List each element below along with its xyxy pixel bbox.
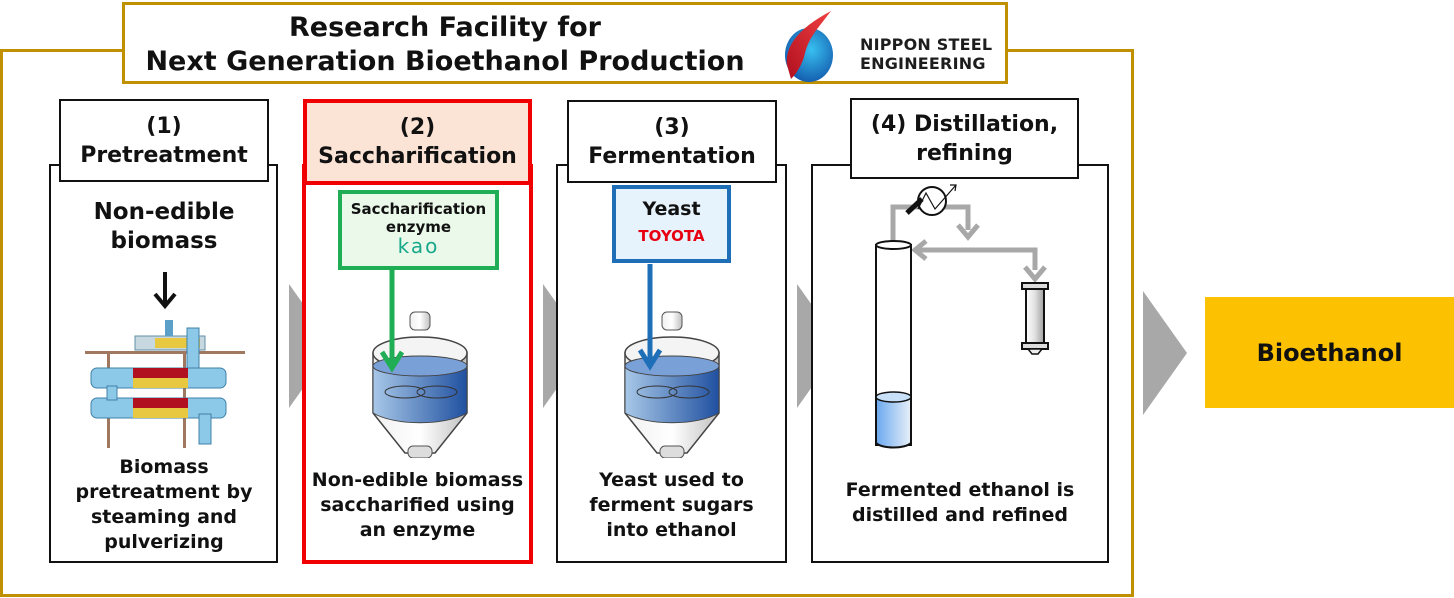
input-label-line: Non-edible [93,199,235,225]
yeast-label: Yeast [642,198,701,220]
description-line: distilled and refined [851,504,1069,526]
step-3-title: Fermentation [588,143,756,169]
description-line: ferment sugars [589,494,754,516]
description-line: saccharified using [320,494,515,516]
step-3-header: (3) Fermentation [567,100,777,183]
globe-swoosh-icon [785,11,833,82]
enzyme-label-line-1: Saccharification [350,200,487,218]
bioethanol-label: Bioethanol [1256,338,1403,367]
pretreatment-reactor-icon [85,320,245,448]
description-line: Yeast used to [599,469,744,491]
step-4-title-line-1: (4) Distillation, [870,111,1059,137]
description-line: steaming and [90,506,238,528]
distillation-apparatus-icon [875,184,1049,449]
step-3-number: (3) [654,114,690,140]
toyota-logo: TOYOTA [638,227,705,245]
description-line: Fermented ethanol is [845,479,1075,501]
step-2-description: Non-edible biomass saccharified using an… [305,468,530,543]
step-2-title: Saccharification [318,144,517,169]
title-line-1: Research Facility for [288,12,602,43]
step-4-description: Fermented ethanol is distilled and refin… [813,478,1107,528]
step-1-description: Biomass pretreatment by steaming and pul… [52,455,276,555]
step-1-input-label: Non-edible biomass [52,198,276,256]
step-4-header: (4) Distillation, refining [850,98,1079,179]
step-2-number: (2) [399,115,436,140]
logo-wordmark: NIPPON STEEL ENGINEERING [860,35,992,73]
step-3-description: Yeast used to ferment sugars into ethano… [559,468,784,543]
logo-line-1: NIPPON STEEL [860,35,993,54]
step-2-header: (2) Saccharification [303,99,532,185]
title-line-2: Next Generation Bioethanol Production [145,46,745,77]
description-line: Biomass [119,456,209,478]
step-1-title: Pretreatment [80,142,248,168]
page-title: Research Facility for Next Generation Bi… [135,11,755,79]
description-line: pulverizing [104,531,224,553]
step-4-title-line-2: refining [916,140,1013,166]
input-label-line: biomass [110,228,218,254]
description-line: pretreatment by [75,481,253,503]
title-box: Research Facility for Next Generation Bi… [122,2,1008,84]
saccharification-tank-icon [372,311,468,458]
nippon-steel-engineering-logo: NIPPON STEEL ENGINEERING [775,7,1005,82]
description-line: an enzyme [359,519,476,541]
description-line: Non-edible biomass [311,469,524,491]
bioethanol-output-box: Bioethanol [1205,297,1454,408]
step-1-number: (1) [146,113,182,139]
flow-arrow-icon [1143,291,1187,415]
kao-logo: kao [397,234,440,258]
description-line: into ethanol [606,519,737,541]
enzyme-label-line-2: enzyme [385,218,452,236]
fermentation-tank-icon [624,311,720,458]
yeast-partner-box: Yeast TOYOTA [612,185,731,263]
step-1-panel [49,164,278,563]
down-arrow-icon [153,272,177,310]
yeast-feed-arrow-icon [637,264,663,371]
step-1-header: (1) Pretreatment [59,99,269,182]
enzyme-feed-arrow-icon [380,270,405,373]
enzyme-partner-box: Saccharification enzyme kao [338,190,499,270]
logo-line-2: ENGINEERING [860,54,986,73]
